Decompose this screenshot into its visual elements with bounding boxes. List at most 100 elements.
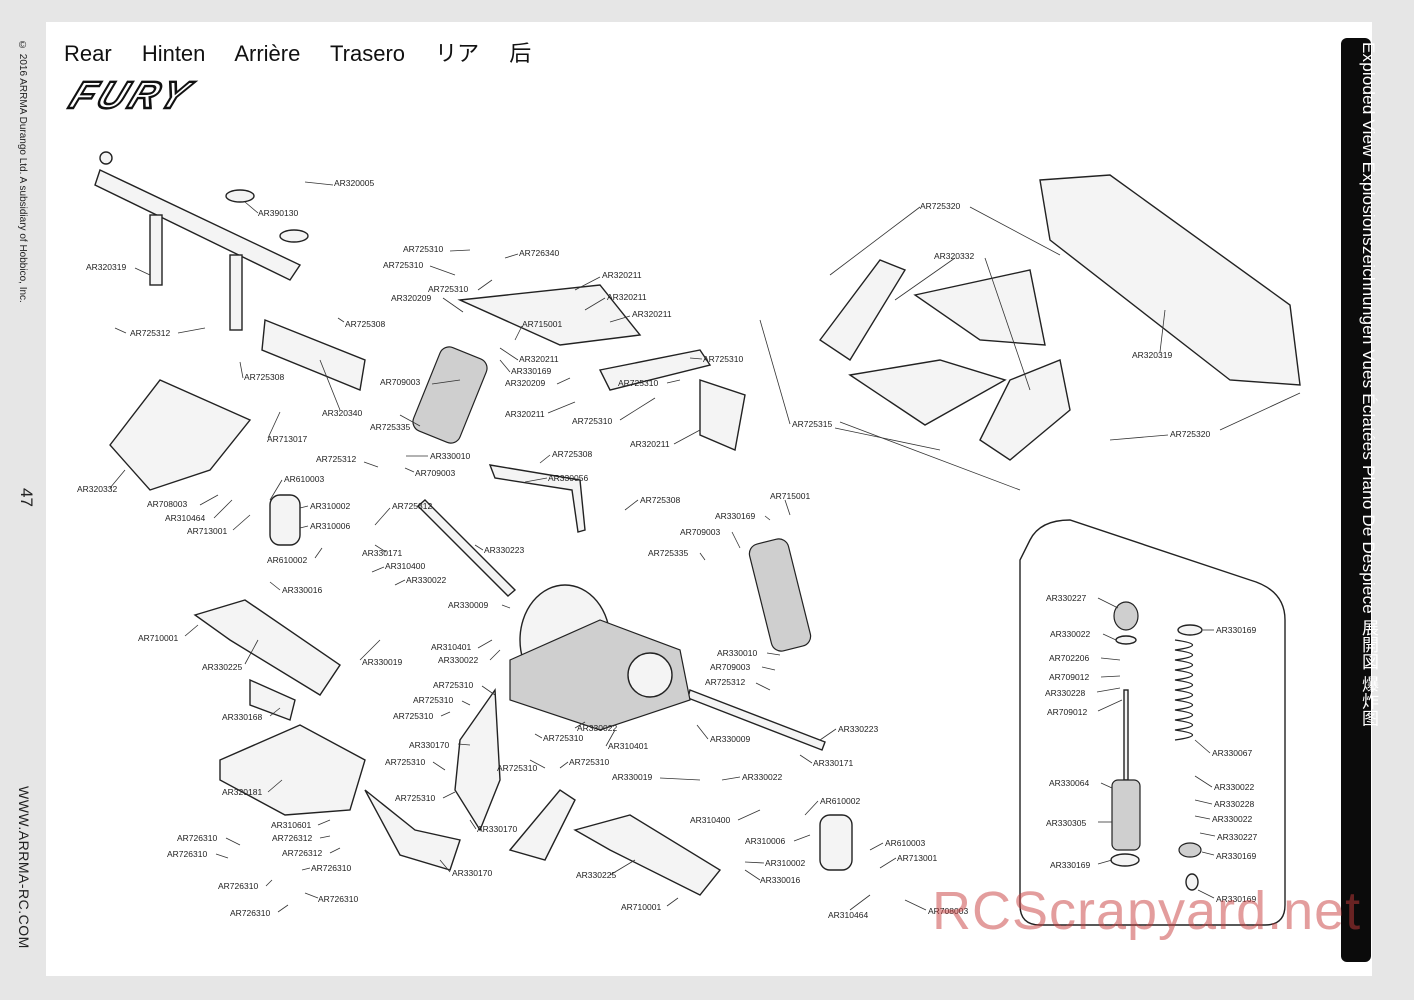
part-label: AR330223: [838, 724, 878, 734]
part-label: AR725310: [395, 793, 435, 803]
part-label: AR725310: [413, 695, 453, 705]
part-label: AR310400: [385, 561, 425, 571]
part-label: AR725312: [316, 454, 356, 464]
part-label: AR725310: [569, 757, 609, 767]
part-label: AR725310: [497, 763, 537, 773]
part-label: AR725308: [640, 495, 680, 505]
tower-post-right: [229, 254, 243, 331]
part-label: AR713017: [267, 434, 307, 444]
part-label: AR710001: [138, 633, 178, 643]
copyright-text: © 2016 ARRMA Durango Ltd. A subsidiary o…: [17, 40, 28, 303]
wing-stay-base: [364, 789, 461, 871]
part-label: AR320319: [1132, 350, 1172, 360]
part-label: AR702206: [1049, 653, 1089, 663]
part-label: AR330171: [362, 548, 402, 558]
part-label: AR725312: [392, 501, 432, 511]
part-label: AR709012: [1049, 672, 1089, 682]
part-label: AR320340: [322, 408, 362, 418]
washer-390130-b: [279, 229, 309, 243]
website-url: WWW.ARRMA-RC.COM: [16, 786, 32, 949]
part-label: AR709003: [680, 527, 720, 537]
wing-stay-left: [454, 687, 501, 832]
part-label: AR710001: [621, 902, 661, 912]
part-label: AR330010: [430, 451, 470, 461]
lower-arm-right: [573, 814, 722, 896]
page-number: 47: [17, 488, 36, 507]
part-label: AR320181: [222, 787, 262, 797]
part-label: AR330009: [710, 734, 750, 744]
title-fr: Arrière: [234, 41, 301, 66]
part-label: AR320211: [630, 439, 670, 449]
tower-post-left: [149, 214, 163, 286]
part-label: AR330169: [1216, 625, 1256, 635]
motor-can: [627, 652, 673, 698]
part-label: AR330170: [452, 868, 492, 878]
part-label: AR310464: [828, 910, 868, 920]
hub-carrier-right: [819, 814, 853, 871]
wing-mount-330168: [249, 678, 296, 721]
watermark: RCScrapyard.net: [932, 881, 1362, 941]
skid-plate: [219, 724, 366, 816]
part-label: AR330223: [484, 545, 524, 555]
upper-arm-a: [818, 259, 907, 361]
title-zh: 后: [509, 41, 532, 66]
shock-detail-box: [1019, 519, 1286, 926]
part-label: AR320211: [602, 270, 642, 280]
rear-bulkhead: [261, 319, 366, 391]
part-label: AR310601: [271, 820, 311, 830]
part-label: AR726340: [519, 248, 559, 258]
part-label: AR709003: [710, 662, 750, 672]
part-label: AR610003: [885, 838, 925, 848]
part-label: AR330171: [813, 758, 853, 768]
part-label: AR330022: [742, 772, 782, 782]
part-label: AR320209: [391, 293, 431, 303]
part-label: AR726312: [282, 848, 322, 858]
part-label: AR725315: [792, 419, 832, 429]
part-label: AR330225: [576, 870, 616, 880]
rod-end: [1185, 873, 1199, 891]
part-label: AR725310: [385, 757, 425, 767]
part-label: AR708003: [147, 499, 187, 509]
part-label: AR726310: [230, 908, 270, 918]
title-ja: リア: [435, 41, 480, 66]
shock-body: [1111, 779, 1141, 851]
part-label: AR725310: [618, 378, 658, 388]
part-label: AR725335: [648, 548, 688, 558]
part-label: AR725310: [543, 733, 583, 743]
upper-arm-b: [913, 269, 1046, 346]
section-title: Rear Hinten Arrière Trasero リア 后: [64, 36, 555, 68]
turnbuckle-330223-b: [687, 689, 826, 751]
part-label: AR310006: [745, 836, 785, 846]
part-label: AR709003: [380, 377, 420, 387]
part-label: AR310006: [310, 521, 350, 531]
part-label: AR330010: [717, 648, 757, 658]
title-en: Rear: [64, 41, 112, 66]
link-mount: [699, 379, 746, 451]
part-label: AR330170: [477, 824, 517, 834]
part-label: AR330169: [715, 511, 755, 521]
part-label: AR320211: [607, 292, 647, 302]
part-label: AR330009: [448, 600, 488, 610]
part-label: AR725310: [393, 711, 433, 721]
title-de: Hinten: [141, 41, 206, 66]
manual-page: [46, 22, 1372, 976]
part-label: AR310002: [310, 501, 350, 511]
part-label: AR320211: [519, 354, 559, 364]
part-label: AR330227: [1046, 593, 1086, 603]
part-shapes: [94, 151, 1301, 926]
part-label: AR725310: [428, 284, 468, 294]
part-label: AR320332: [934, 251, 974, 261]
part-label: AR330305: [1046, 818, 1086, 828]
part-label: AR330225: [202, 662, 242, 672]
part-label: AR725310: [572, 416, 612, 426]
part-label: AR330169: [511, 366, 551, 376]
part-label: AR725320: [1170, 429, 1210, 439]
shock-tower: [94, 169, 302, 281]
part-label: AR709003: [415, 468, 455, 478]
upper-arm-d: [979, 359, 1071, 461]
part-label: AR310464: [165, 513, 205, 523]
part-label: AR709012: [1047, 707, 1087, 717]
part-label: AR725312: [130, 328, 170, 338]
part-label: AR330019: [612, 772, 652, 782]
part-label: AR725308: [552, 449, 592, 459]
